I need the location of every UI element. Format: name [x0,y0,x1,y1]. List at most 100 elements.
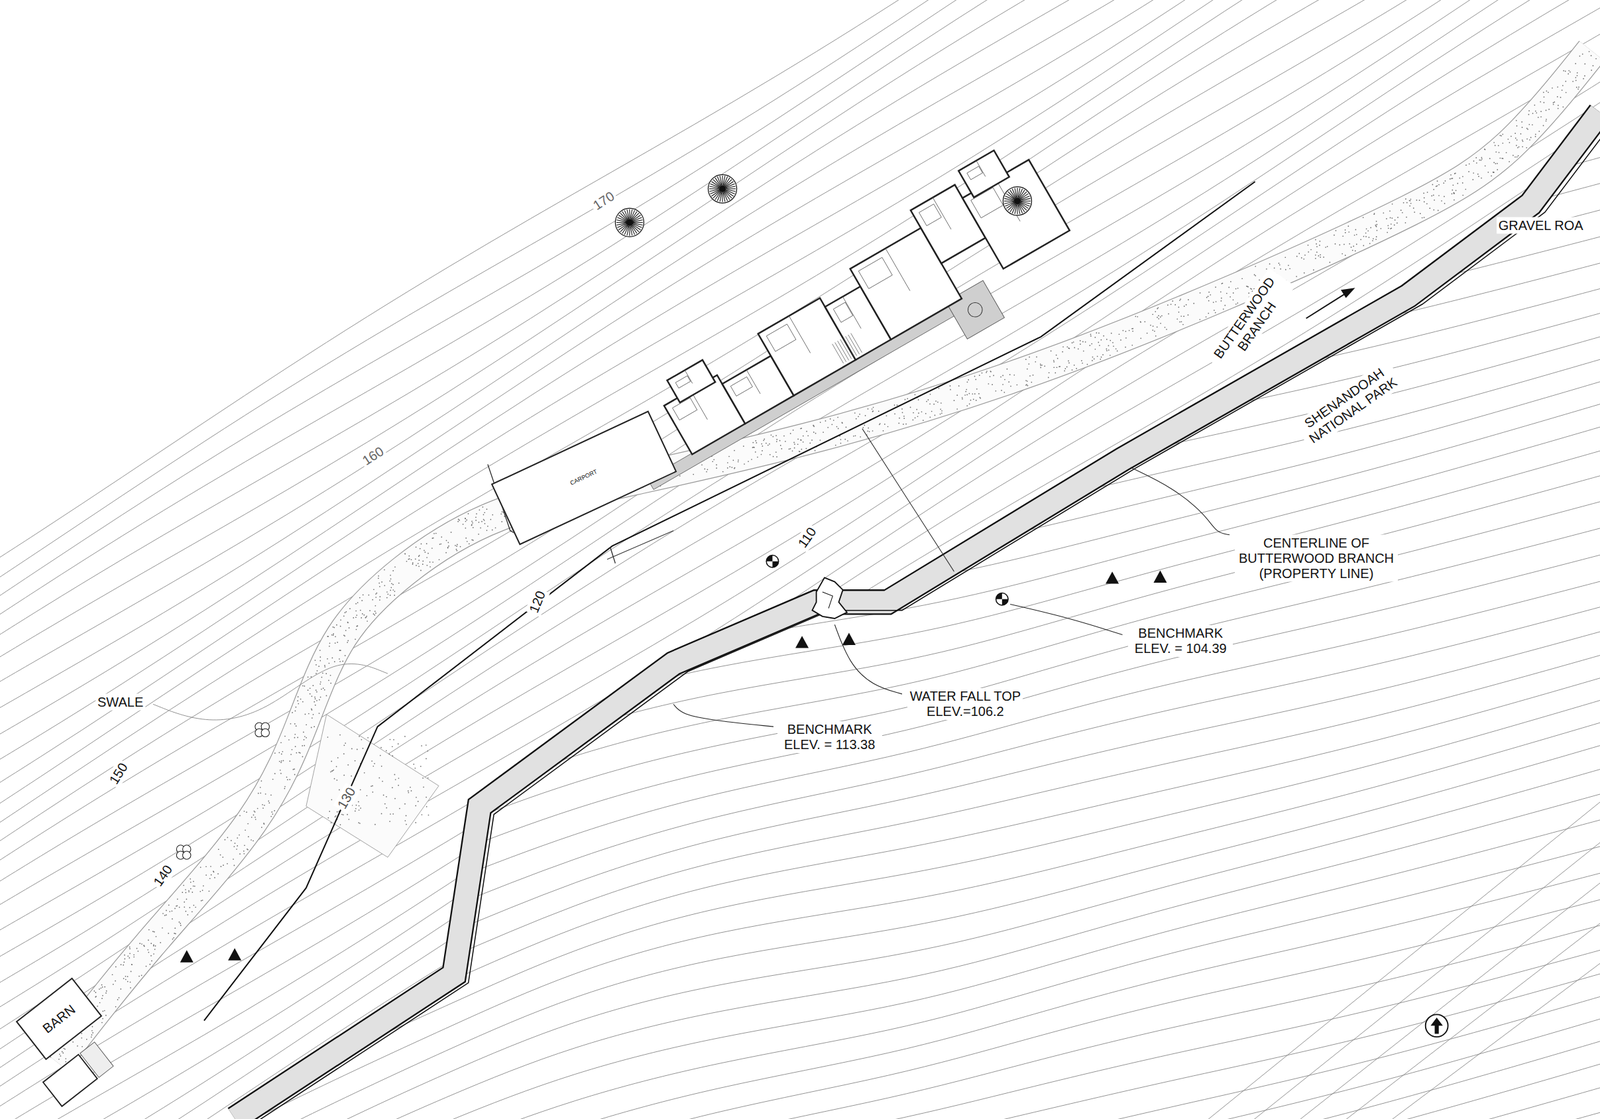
contour-line [0,410,1600,1119]
gravel-dot [397,784,400,787]
contour-line [1387,938,1600,1119]
gravel-dot [1224,304,1226,307]
gravel-dot [1528,110,1530,112]
gravel-dot [1090,343,1093,345]
gravel-dot [1489,157,1491,160]
gravel-dot [479,526,482,529]
gravel-dot [326,658,329,660]
callout-note: CENTERLINE OF BUTTERWOOD BRANCH (PROPERT… [1234,534,1398,582]
gravel-dot [835,444,837,447]
gravel-dot [1518,146,1520,148]
gravel-dot [1179,298,1182,300]
gravel-dot [426,542,428,545]
gravel-dot [375,596,377,598]
contour-line [0,214,1600,1119]
gravel-dot [313,701,315,703]
contour-line [60,411,1600,922]
gravel-dot [1367,229,1369,232]
gravel-dot [247,849,249,851]
gravel-dot [355,616,357,618]
gravel-dot [1314,254,1317,256]
gravel-dot [251,816,253,818]
gravel-dot [191,891,193,893]
gravel-dot [1387,228,1390,230]
gravel-dot [483,518,485,521]
gravel-dot [1131,328,1133,330]
gravel-dot [151,960,153,962]
gravel-dot [1106,338,1108,341]
gravel-dot [1484,149,1486,151]
gravel-dot [1124,346,1127,348]
gravel-dot [1004,379,1006,381]
gravel-dot [1432,184,1434,186]
gravel-dot [427,750,429,752]
gravel-dot [1090,334,1092,336]
gravel-dot [772,436,774,438]
gravel-dot [800,448,802,451]
gravel-dot [422,563,424,565]
gravel-dot [467,513,470,515]
gravel-dot [1199,292,1201,294]
gravel-dot [1576,74,1579,77]
contour-line [0,261,1600,1119]
gravel-dot [1208,291,1210,293]
gravel-dot [1098,332,1100,335]
gravel-dot [348,627,350,629]
gravel-dot [1067,360,1070,362]
gravel-dot [1561,89,1563,91]
gravel-dot [404,735,406,738]
gravel-dot [459,546,462,548]
gravel-dot [776,440,778,443]
room-detail [833,302,853,323]
gravel-dot [1094,348,1097,350]
gravel-dot [863,424,865,427]
gravel-dot [1187,298,1190,301]
gravel-dot [1254,275,1257,277]
gravel-dot [312,713,315,716]
gravel-dot [1206,296,1208,299]
gravel-dot [1073,347,1076,349]
tree-symbol [1002,186,1032,216]
gravel-dot [393,594,396,596]
gravel-dot [701,463,703,466]
gravel-dot [448,541,450,543]
gravel-dot [1387,224,1389,227]
gravel-dot [385,750,388,752]
gravel-dot [265,793,267,795]
gravel-dot [1342,235,1344,237]
gravel-dot [1230,281,1232,283]
gravel-dot [1316,245,1318,248]
contour-line [0,112,1600,1119]
gravel-dot [394,774,396,776]
gravel-dot [425,796,427,799]
gravel-dot [334,642,337,644]
room-outline [958,150,1009,198]
gravel-dot [454,544,457,547]
gravel-dot [366,620,368,622]
gravel-dot [389,594,392,596]
gravel-dot [123,958,126,960]
gravel-dot [1393,224,1396,227]
gravel-dot [910,406,912,409]
gravel-dot [291,748,293,751]
gravel-dot [483,511,486,514]
gravel-dot [310,727,313,729]
gravel-dot [487,525,489,527]
gravel-dot [214,876,216,879]
gravel-dot [381,581,383,583]
gravel-road [49,51,1597,1062]
gravel-dot [788,448,791,451]
gravel-dot [200,866,202,869]
gravel-dot [355,807,357,810]
gravel-dot [104,1010,106,1012]
gravel-dot [1493,141,1495,144]
gravel-dot [254,811,256,813]
gravel-dot [1161,315,1163,317]
gravel-dot [929,393,932,396]
gravel-dot [1515,145,1518,147]
gravel-dot [922,419,924,421]
gravel-dot [309,693,311,695]
gravel-dot [1081,362,1084,364]
gravel-dot [747,460,749,462]
gravel-dot [421,813,423,816]
